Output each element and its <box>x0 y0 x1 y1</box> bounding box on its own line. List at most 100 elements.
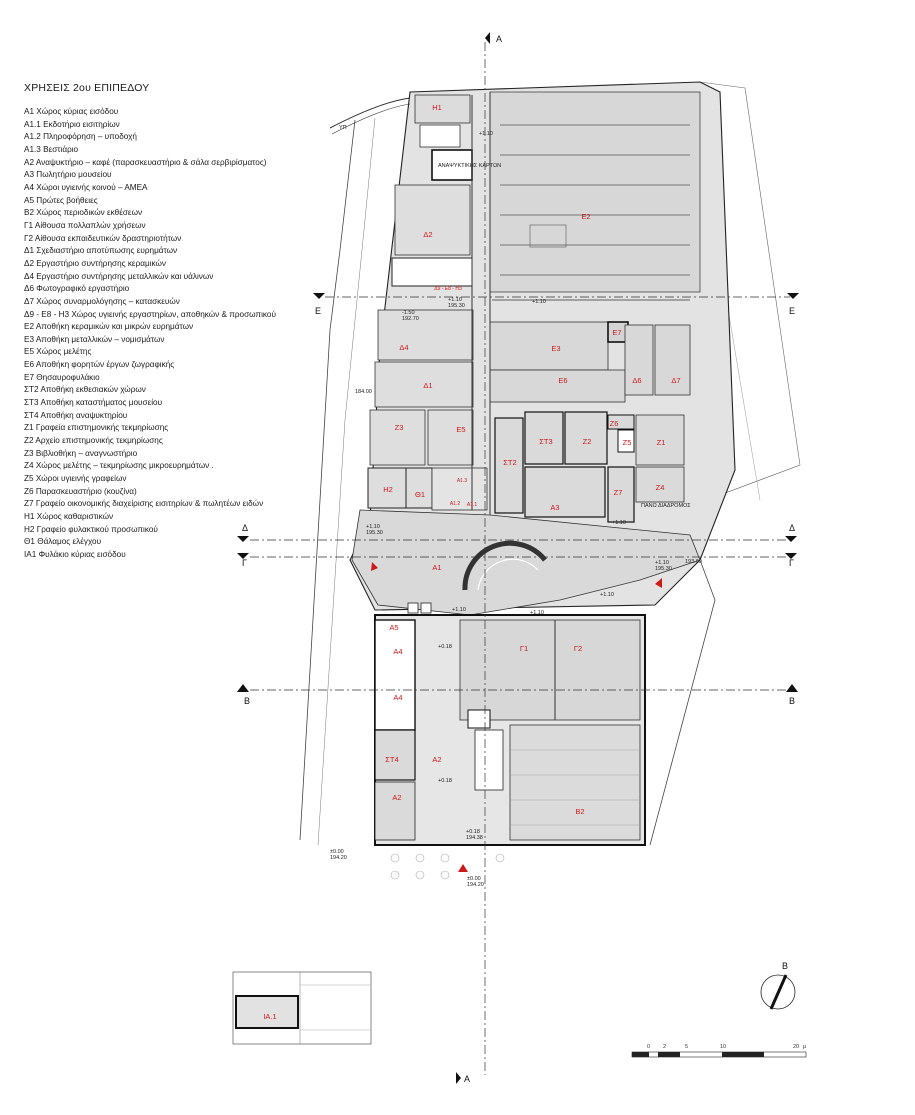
legend-item: Α1.3 Βεστιάριο <box>24 144 79 154</box>
north-label: Β <box>782 961 788 971</box>
room-label: Α1.1 <box>467 502 478 508</box>
legend-item: ΣΤ2 Αποθήκη εκθεσιακών χώρων <box>24 385 146 395</box>
level-value: 194.38 <box>466 835 483 841</box>
room-d1 <box>374 361 474 408</box>
legend-item: Α1.1 Εκδοτήριο εισιτηρίων <box>24 119 120 129</box>
legend-item: Α2 Αναψυκτήριο – καφέ (παρασκευαστήριο &… <box>24 157 267 167</box>
room-label: Ζ2 <box>583 437 592 446</box>
section-label: Α <box>496 34 502 44</box>
room-st4 <box>374 729 416 781</box>
room-a2-kitchen <box>374 781 416 841</box>
room-label: Δ4 <box>399 343 408 352</box>
room-b2 <box>509 724 641 841</box>
level-value: +0.18 <box>438 778 452 784</box>
legend-item: Ε5 Χώρος μελέτης <box>24 347 92 357</box>
section-label: Δ <box>789 523 795 533</box>
room-label: Β2 <box>575 807 584 816</box>
room-st3 <box>524 411 564 465</box>
lift-b <box>420 602 432 614</box>
section-label: Β <box>244 696 250 706</box>
room-label: Α1.3 <box>457 478 468 484</box>
section-marker-e-right: Ε <box>787 293 799 316</box>
legend-item: Ζ6 Παρασκευαστήριο (κουζίνα) <box>24 486 137 496</box>
lift-a <box>407 602 419 614</box>
room-label: Α4 <box>393 693 402 702</box>
legend-item: Η1 Χώρος καθαριστικών <box>24 512 114 521</box>
section-marker-a-bottom: Α <box>456 1072 470 1084</box>
room-label: Ε5 <box>456 425 465 434</box>
room-label: Α1.2 <box>450 501 461 507</box>
lift-south <box>467 709 491 729</box>
section-marker-a-top: Α <box>485 32 502 44</box>
counter-area <box>431 467 488 511</box>
room-d2 <box>394 184 471 256</box>
legend-item: Δ7 Χώρος συναρμολόγησης – κατασκευών <box>24 296 180 306</box>
room-a3 <box>524 466 606 518</box>
legend-item: Ζ7 Γραφείο οικονομικής διαχείρισης εισιτ… <box>24 499 264 509</box>
room-e5 <box>427 409 474 466</box>
room-z6 <box>607 414 635 430</box>
e2-table <box>529 224 567 248</box>
level-value: +0.18 <box>466 829 480 835</box>
room-z2 <box>564 411 608 465</box>
legend-item: Β2 Χώρος περιοδικών εκθέσεων <box>24 208 143 218</box>
room-label: Ε6 <box>558 376 567 385</box>
note: ΥΠ <box>339 125 347 131</box>
room-z4 <box>635 466 685 503</box>
entrance-arrow <box>655 578 662 588</box>
section-label: Γ <box>242 558 247 568</box>
room-z3 <box>369 409 426 466</box>
level-value: 193.60 <box>685 559 702 565</box>
legend-item: Θ1 Θάλαμος ελέγχου <box>24 537 102 547</box>
b2-grid <box>510 749 640 826</box>
section-label: Β <box>789 696 795 706</box>
site-edge-west-2 <box>317 117 376 846</box>
room-h1 <box>414 94 471 124</box>
level-value: +1.10 <box>612 520 626 526</box>
level-value: +1.10 <box>448 297 462 303</box>
room-e3 <box>489 321 609 371</box>
legend-item: Δ6 Φωτογραφικό εργαστήριο <box>24 284 130 294</box>
note: ΠΑΝΩ ΔΙΑΔΡΟΜΟΣ <box>641 503 691 509</box>
lobby-area <box>351 509 701 616</box>
scale-tick: 10 <box>720 1044 726 1050</box>
room-z1 <box>635 414 685 466</box>
curved-ramp <box>329 97 411 129</box>
legend-item: Γ1 Αίθουσα πολλαπλών χρήσεων <box>24 220 146 230</box>
level-value: +1.10 <box>655 560 669 566</box>
level-value: 184.00 <box>355 389 372 395</box>
level-value: +1.10 <box>600 592 614 598</box>
room-z7 <box>607 466 635 523</box>
room-label: Ε7 <box>612 328 621 337</box>
section-marker-b-right: Β <box>786 684 798 706</box>
entrance-arrow <box>458 864 468 872</box>
legend-item: Α1.2 Πληροφόρηση – υποδοχή <box>24 132 137 142</box>
entrance-arrow <box>371 562 378 571</box>
level-value: 194.20 <box>467 882 484 888</box>
room-label: Δ1 <box>423 381 432 390</box>
section-label: Α <box>464 1074 470 1084</box>
section-marker-g-right: Γ <box>785 553 797 568</box>
curved-ramp-inner <box>331 103 411 135</box>
room-label: Γ1 <box>520 644 528 653</box>
level-value: 195.30 <box>448 303 465 309</box>
legend-list: Α1 Χώρος κύριας εισόδου Α1.1 Εκδοτήριο ε… <box>24 106 324 562</box>
room-th1 <box>405 467 433 509</box>
scale-tick: 5 <box>685 1044 688 1050</box>
legend-item: ΣΤ3 Αποθήκη καταστήματος μουσείου <box>24 398 163 408</box>
section-label: Γ <box>789 558 794 568</box>
legend-item: Δ4 Εργαστήριο συντήρησης μεταλλικών και … <box>24 271 214 281</box>
legend-item: Η2 Γραφείο φυλακτικού προσωπικού <box>24 524 158 534</box>
legend-item: Α1 Χώρος κύριας εισόδου <box>24 107 119 116</box>
legend-item: Ε7 Θησαυροφυλάκιο <box>24 372 100 382</box>
exterior-furniture <box>390 853 505 880</box>
legend-item: Ζ3 Βιβλιοθήκη – αναγνωστήριο <box>24 448 138 458</box>
level-value: +1.10 <box>452 607 466 613</box>
room-label: Ζ6 <box>610 419 619 428</box>
level-markers: +1.10 +1.10 195.30 -1.50 192.70 +1.10 18… <box>330 131 702 888</box>
room-label: Δ7 <box>671 376 680 385</box>
legend-item: ΙΑ1 Φυλάκιο κύριας εισόδου <box>24 549 126 559</box>
legend-item: ΣΤ4 Αποθήκη αναψυκτηρίου <box>24 410 128 420</box>
lift-core <box>431 149 473 181</box>
